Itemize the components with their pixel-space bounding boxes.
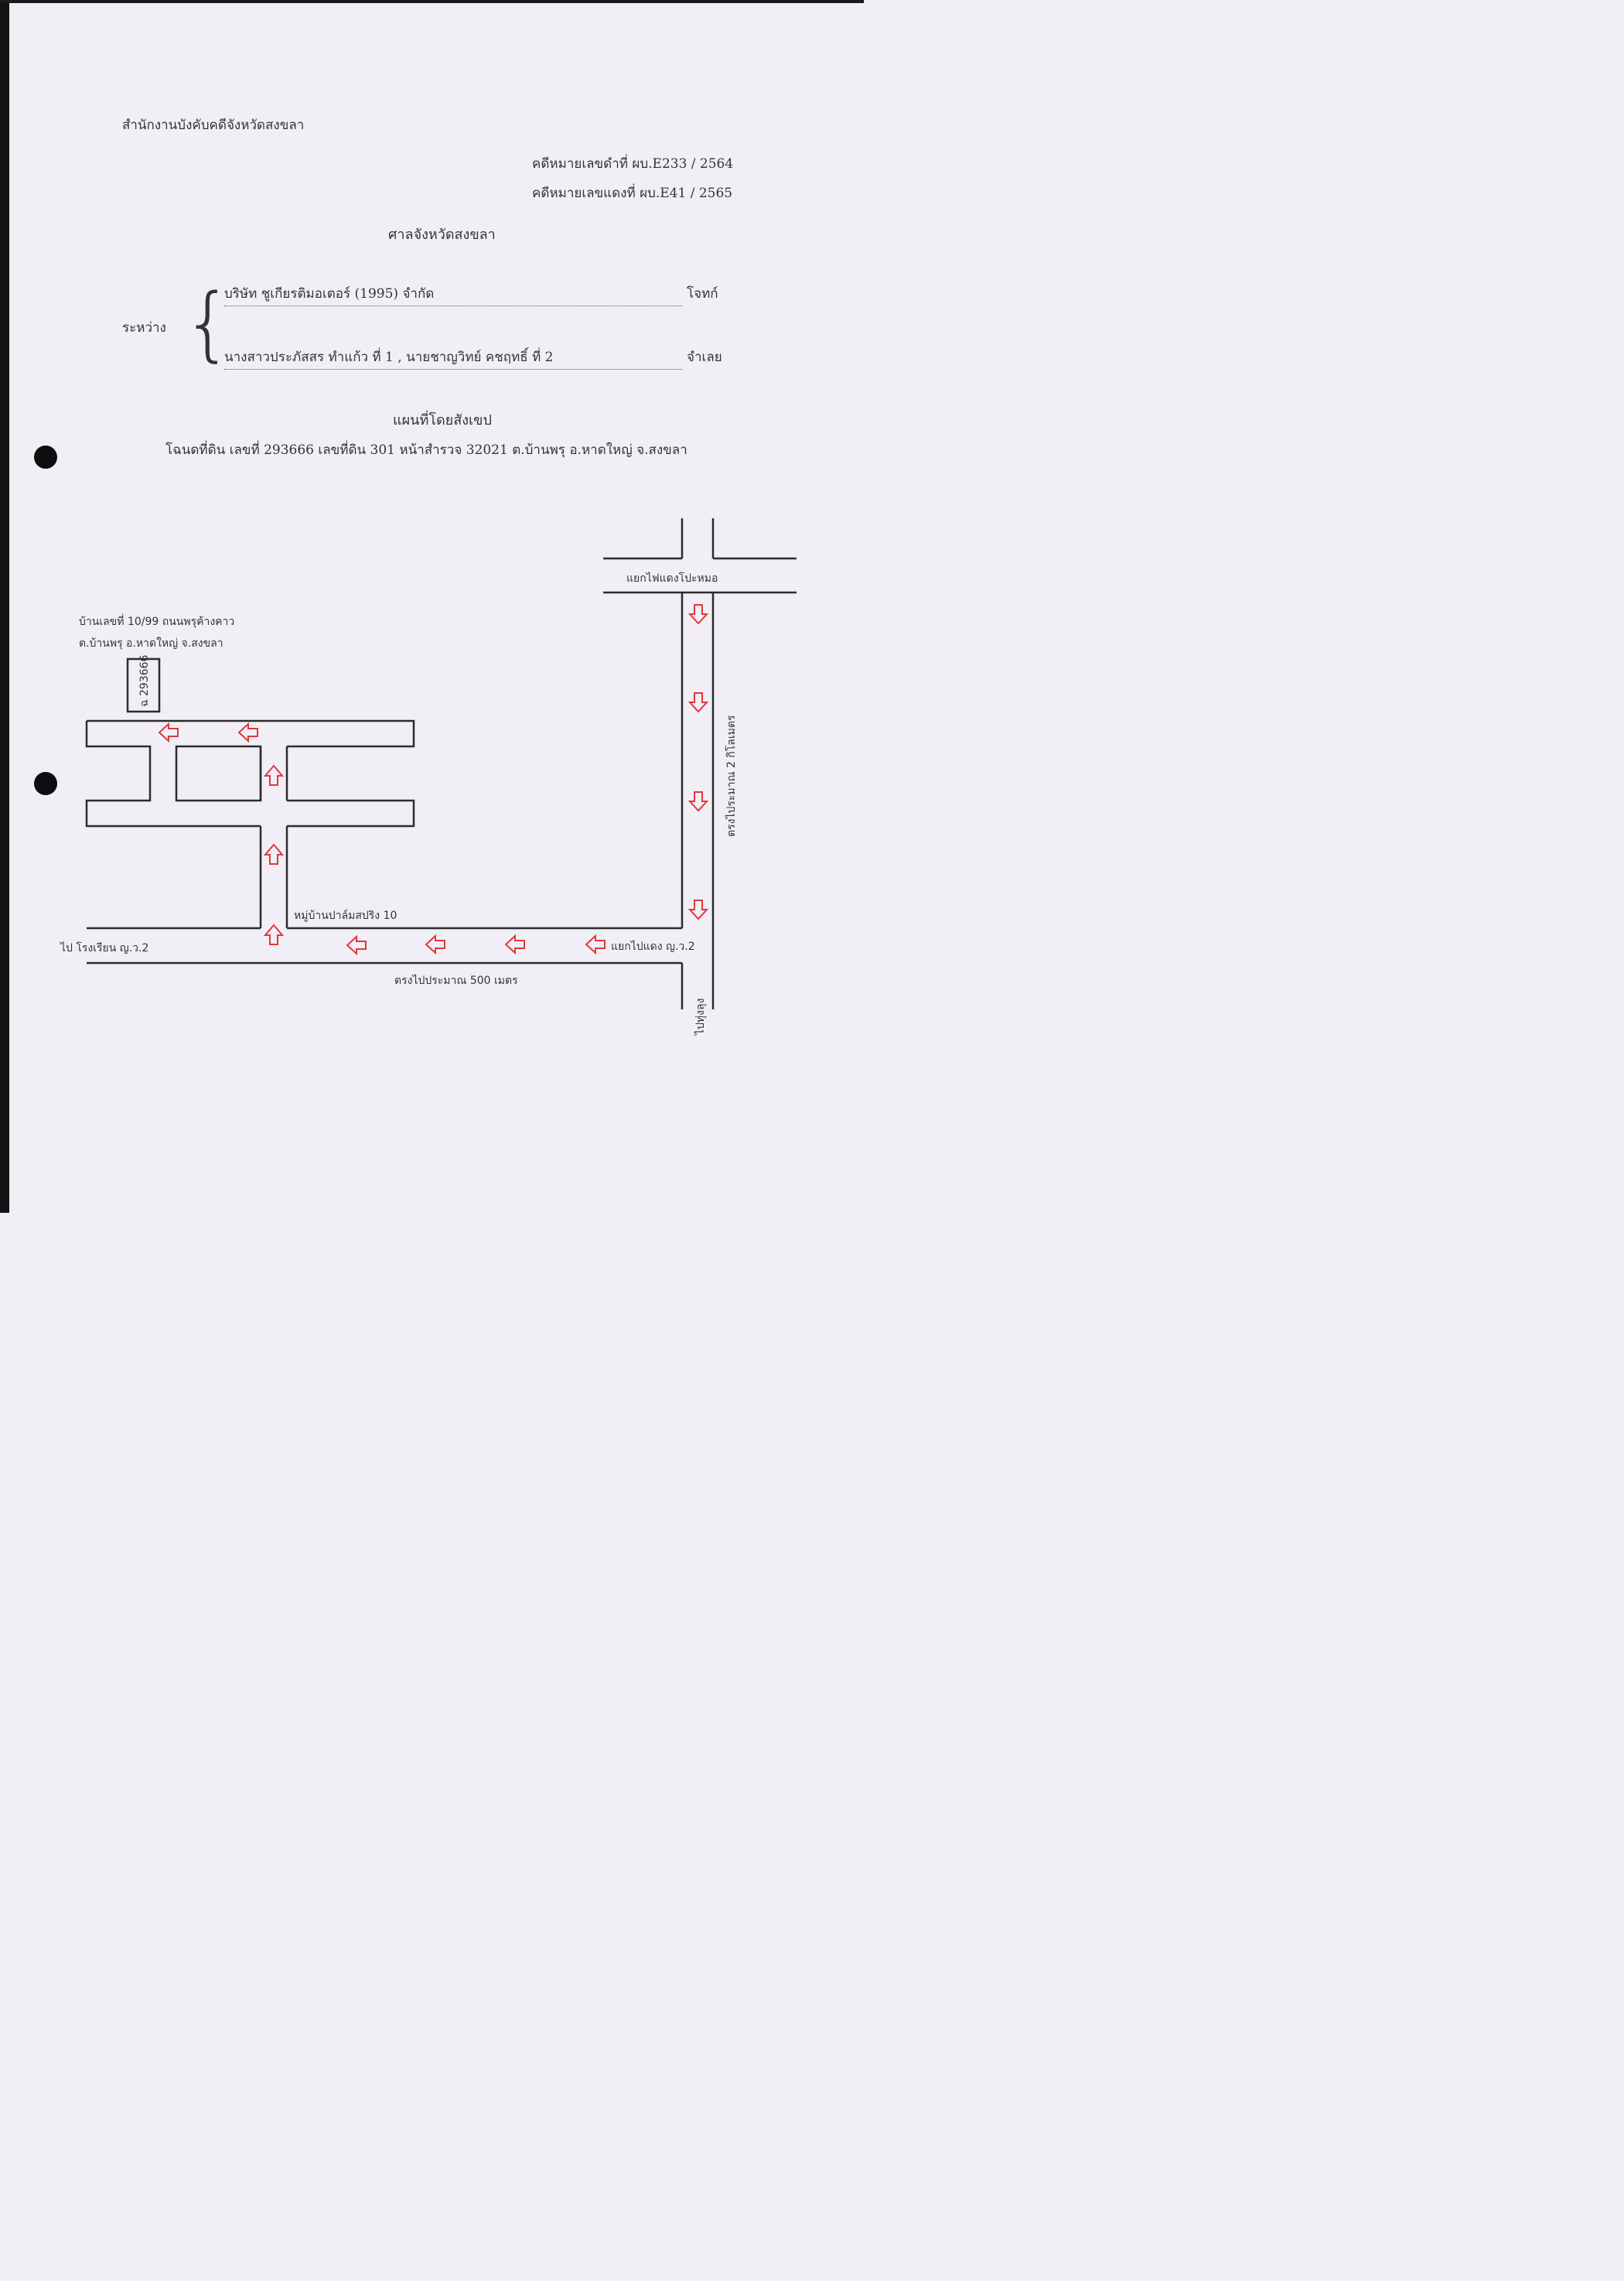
red-case-number: คดีหมายเลขแดงที่ ผบ.E41 / 2565 [532,186,733,201]
arrow-down-2 [687,692,709,713]
punch-hole-bottom [34,772,57,795]
arrow-left-3 [425,934,445,955]
office-name: สำนักงานบังคับคดีจังหวัดสงขลา [122,118,305,133]
direction-arrows [158,604,709,956]
vertical-distance-label: ตรงไประมาณ 2 กิโลเมตร [725,715,738,837]
arrow-down-4 [687,900,709,920]
horizontal-distance-label: ตรงไปประมาณ 500 เมตร [394,974,518,987]
arrow-down-3 [687,791,709,812]
court-name: ศาลจังหวัดสงขลา [388,227,496,243]
turn-label: แยกไปแดง ญ.ว.2 [611,940,695,953]
land-deed-line: โฉนดที่ดิน เลขที่ 293666 เลขที่ดิน 301 ห… [165,442,687,458]
defendant-names: นางสาวประภัสสร ทำแก้ว ที่ 1 , นายชาญวิทย… [224,347,682,370]
scan-top-edge [0,0,864,3]
between-label: ระหว่าง [122,320,166,336]
arrow-down-1 [687,604,709,625]
arrow-left-4 [346,934,367,956]
address-line-2: ต.บ้านพรุ อ.หาดใหญ่ จ.สงขลา [79,637,223,650]
arrow-left-1 [585,934,606,955]
arrow-up-1 [263,924,285,945]
arrow-left-6 [158,722,179,743]
to-school-label: ไป โรงเรียน ญ.ว.2 [60,941,148,954]
parcel-label: ฉ 293666 [138,654,151,707]
location-map: บ้านเลขที่ 10/99 ถนนพรุค้างคาว ต.บ้านพรุ… [60,518,797,1036]
party-brace: { [183,276,234,370]
arrow-left-2 [504,934,525,955]
arrow-left-5 [237,722,258,743]
arrow-up-3 [263,764,285,786]
village-label: หมู่บ้านปาล์มสปริง 10 [294,909,397,922]
map-title: แผนที่โดยสังเขป [393,412,492,429]
intersection-label: แยกไฟแดงโปะหมอ [626,572,718,585]
plaintiff-role: โจทก์ [687,286,718,302]
scan-left-edge [0,0,9,1213]
road-lines [85,518,797,1009]
arrow-up-2 [263,843,285,865]
black-case-number: คดีหมายเลขดำที่ ผบ.E233 / 2564 [532,156,734,172]
punch-hole-top [34,446,57,469]
address-line-1: บ้านเลขที่ 10/99 ถนนพรุค้างคาว [79,614,234,628]
to-thung-lung-label: ไปทุ่งลุง [694,999,707,1036]
plaintiff-name: บริษัท ชูเกียรติมอเตอร์ (1995) จำกัด [224,283,682,306]
defendant-role: จำเลย [687,350,722,365]
